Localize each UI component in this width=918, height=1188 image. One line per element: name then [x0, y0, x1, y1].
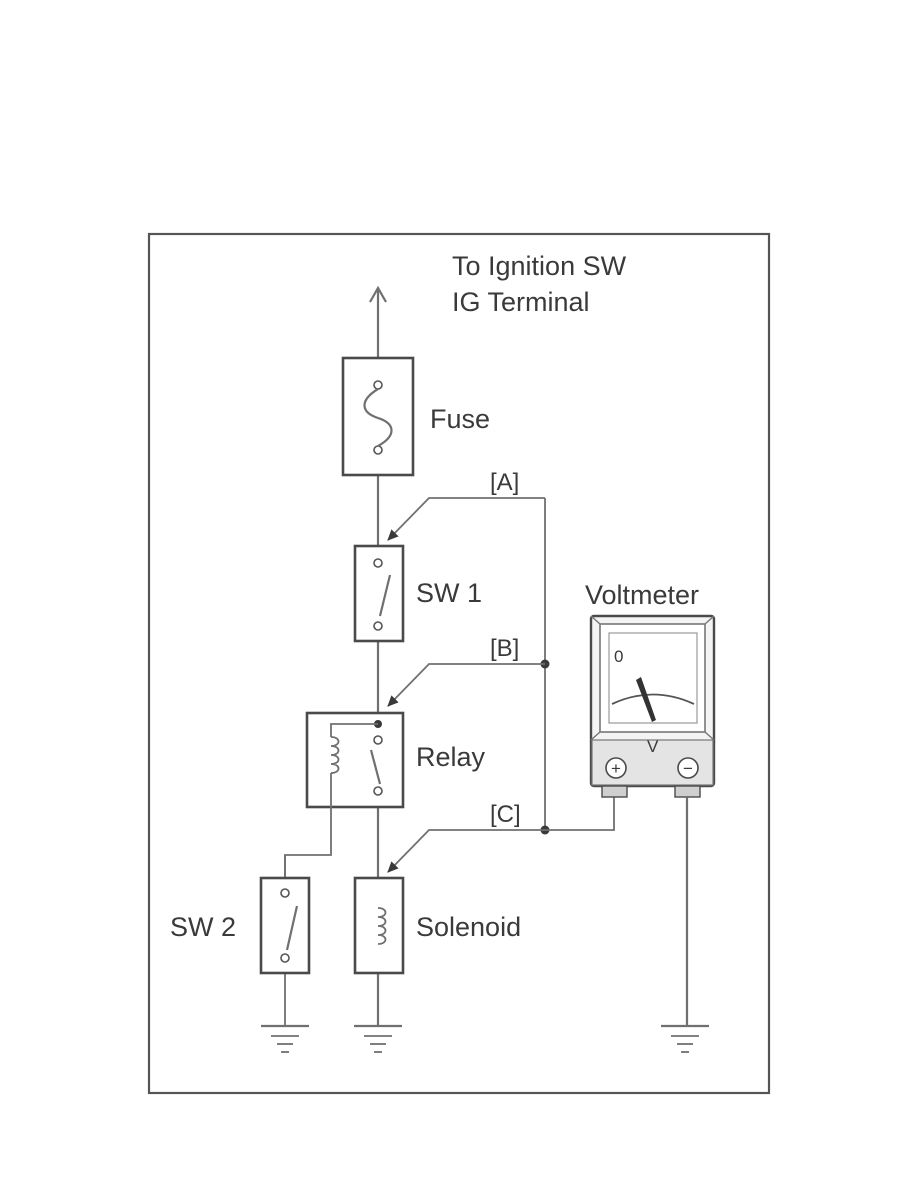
diagram-frame	[147, 232, 771, 1095]
meter-zero-mark: 0	[614, 647, 623, 666]
positive-terminal	[605, 757, 627, 779]
switch-sw1: SW 1	[353, 544, 482, 643]
voltmeter-label: Voltmeter	[585, 580, 699, 610]
sw2-label: SW 2	[170, 912, 236, 942]
negative-terminal	[677, 757, 699, 779]
relay: Relay	[284, 711, 486, 892]
up-arrow-icon	[369, 285, 387, 303]
fuse-label: Fuse	[430, 404, 490, 434]
meter-unit-label: V	[647, 737, 659, 756]
probe-b: [B]	[387, 635, 545, 707]
voltmeter: Voltmeter 0 V + −	[585, 580, 716, 1026]
solenoid: Solenoid	[353, 876, 521, 975]
ignition-label-line2: IG Terminal	[452, 287, 590, 317]
ground-symbol-sw2	[261, 1024, 309, 1053]
point-b-label: [B]	[490, 635, 519, 662]
positive-terminal-sign: +	[611, 759, 621, 778]
probe-a: [A]	[387, 469, 545, 541]
fuse: Fuse	[341, 356, 490, 477]
ground-symbol-voltmeter	[661, 1024, 709, 1053]
probe-c: [C]	[387, 801, 545, 873]
ground-symbol-solenoid	[354, 1024, 402, 1053]
point-c-label: [C]	[490, 801, 521, 828]
relay-label: Relay	[416, 742, 486, 772]
solenoid-label: Solenoid	[416, 912, 521, 942]
point-a-label: [A]	[490, 469, 519, 496]
meter-needle	[636, 677, 656, 722]
sw1-label: SW 1	[416, 578, 482, 608]
ignition-label-line1: To Ignition SW	[452, 251, 627, 281]
negative-terminal-sign: −	[683, 759, 693, 778]
meter-scale-arc	[611, 693, 695, 705]
switch-sw2: SW 2	[170, 855, 311, 1025]
